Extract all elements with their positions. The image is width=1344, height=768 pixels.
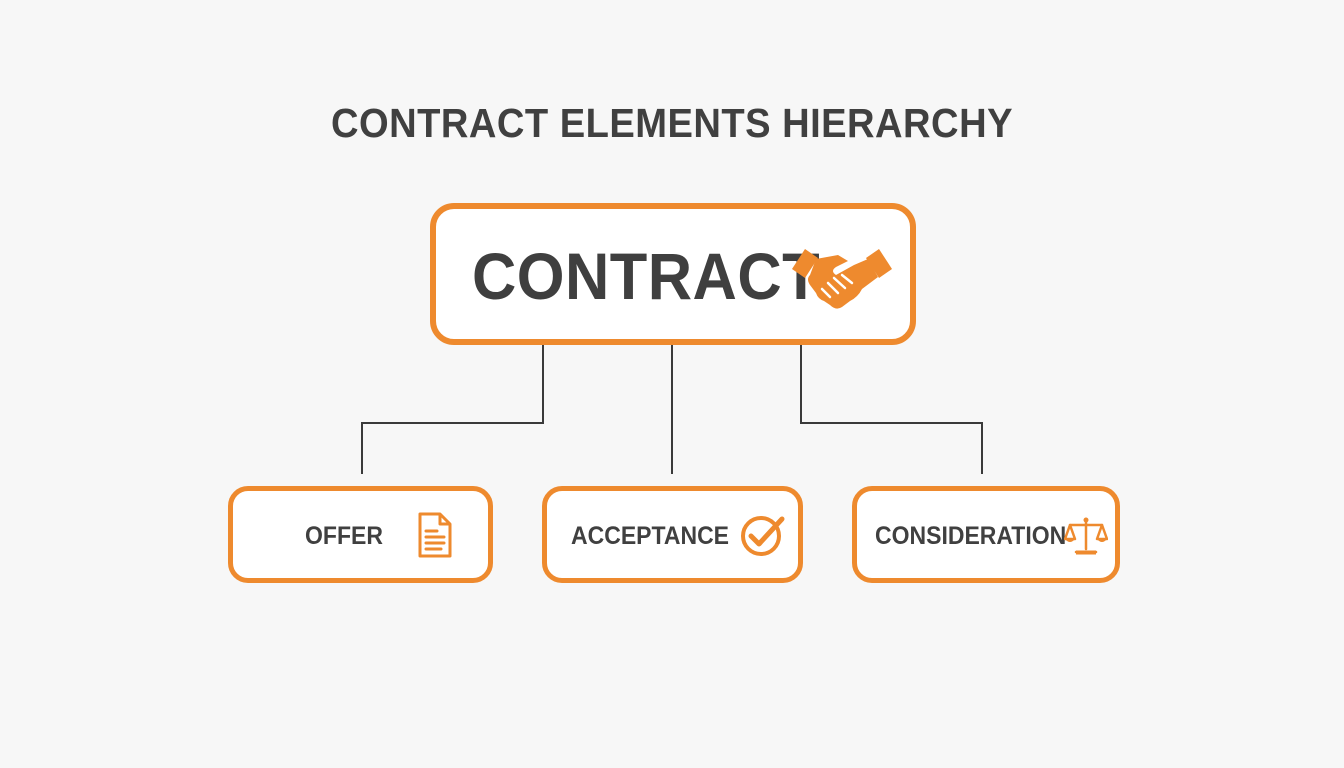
- contract-node: CONTRACT: [430, 203, 916, 345]
- check-circle-icon: [741, 516, 785, 556]
- contract-label: CONTRACT: [472, 239, 821, 313]
- offer-node: OFFER: [228, 486, 493, 583]
- handshake-icon: [792, 249, 892, 309]
- diagram-title: CONTRACT ELEMENTS HIERARCHY: [331, 100, 1013, 146]
- connector-offer: [361, 345, 544, 474]
- document-icon: [418, 512, 452, 558]
- consideration-label: CONSIDERATION: [875, 522, 1067, 550]
- acceptance-label: ACCEPTANCE: [571, 522, 730, 550]
- scales-icon: [1064, 517, 1108, 555]
- connector-consideration: [800, 345, 983, 474]
- consideration-node: CONSIDERATION: [852, 486, 1120, 583]
- offer-label: OFFER: [305, 522, 383, 550]
- acceptance-node: ACCEPTANCE: [542, 486, 803, 583]
